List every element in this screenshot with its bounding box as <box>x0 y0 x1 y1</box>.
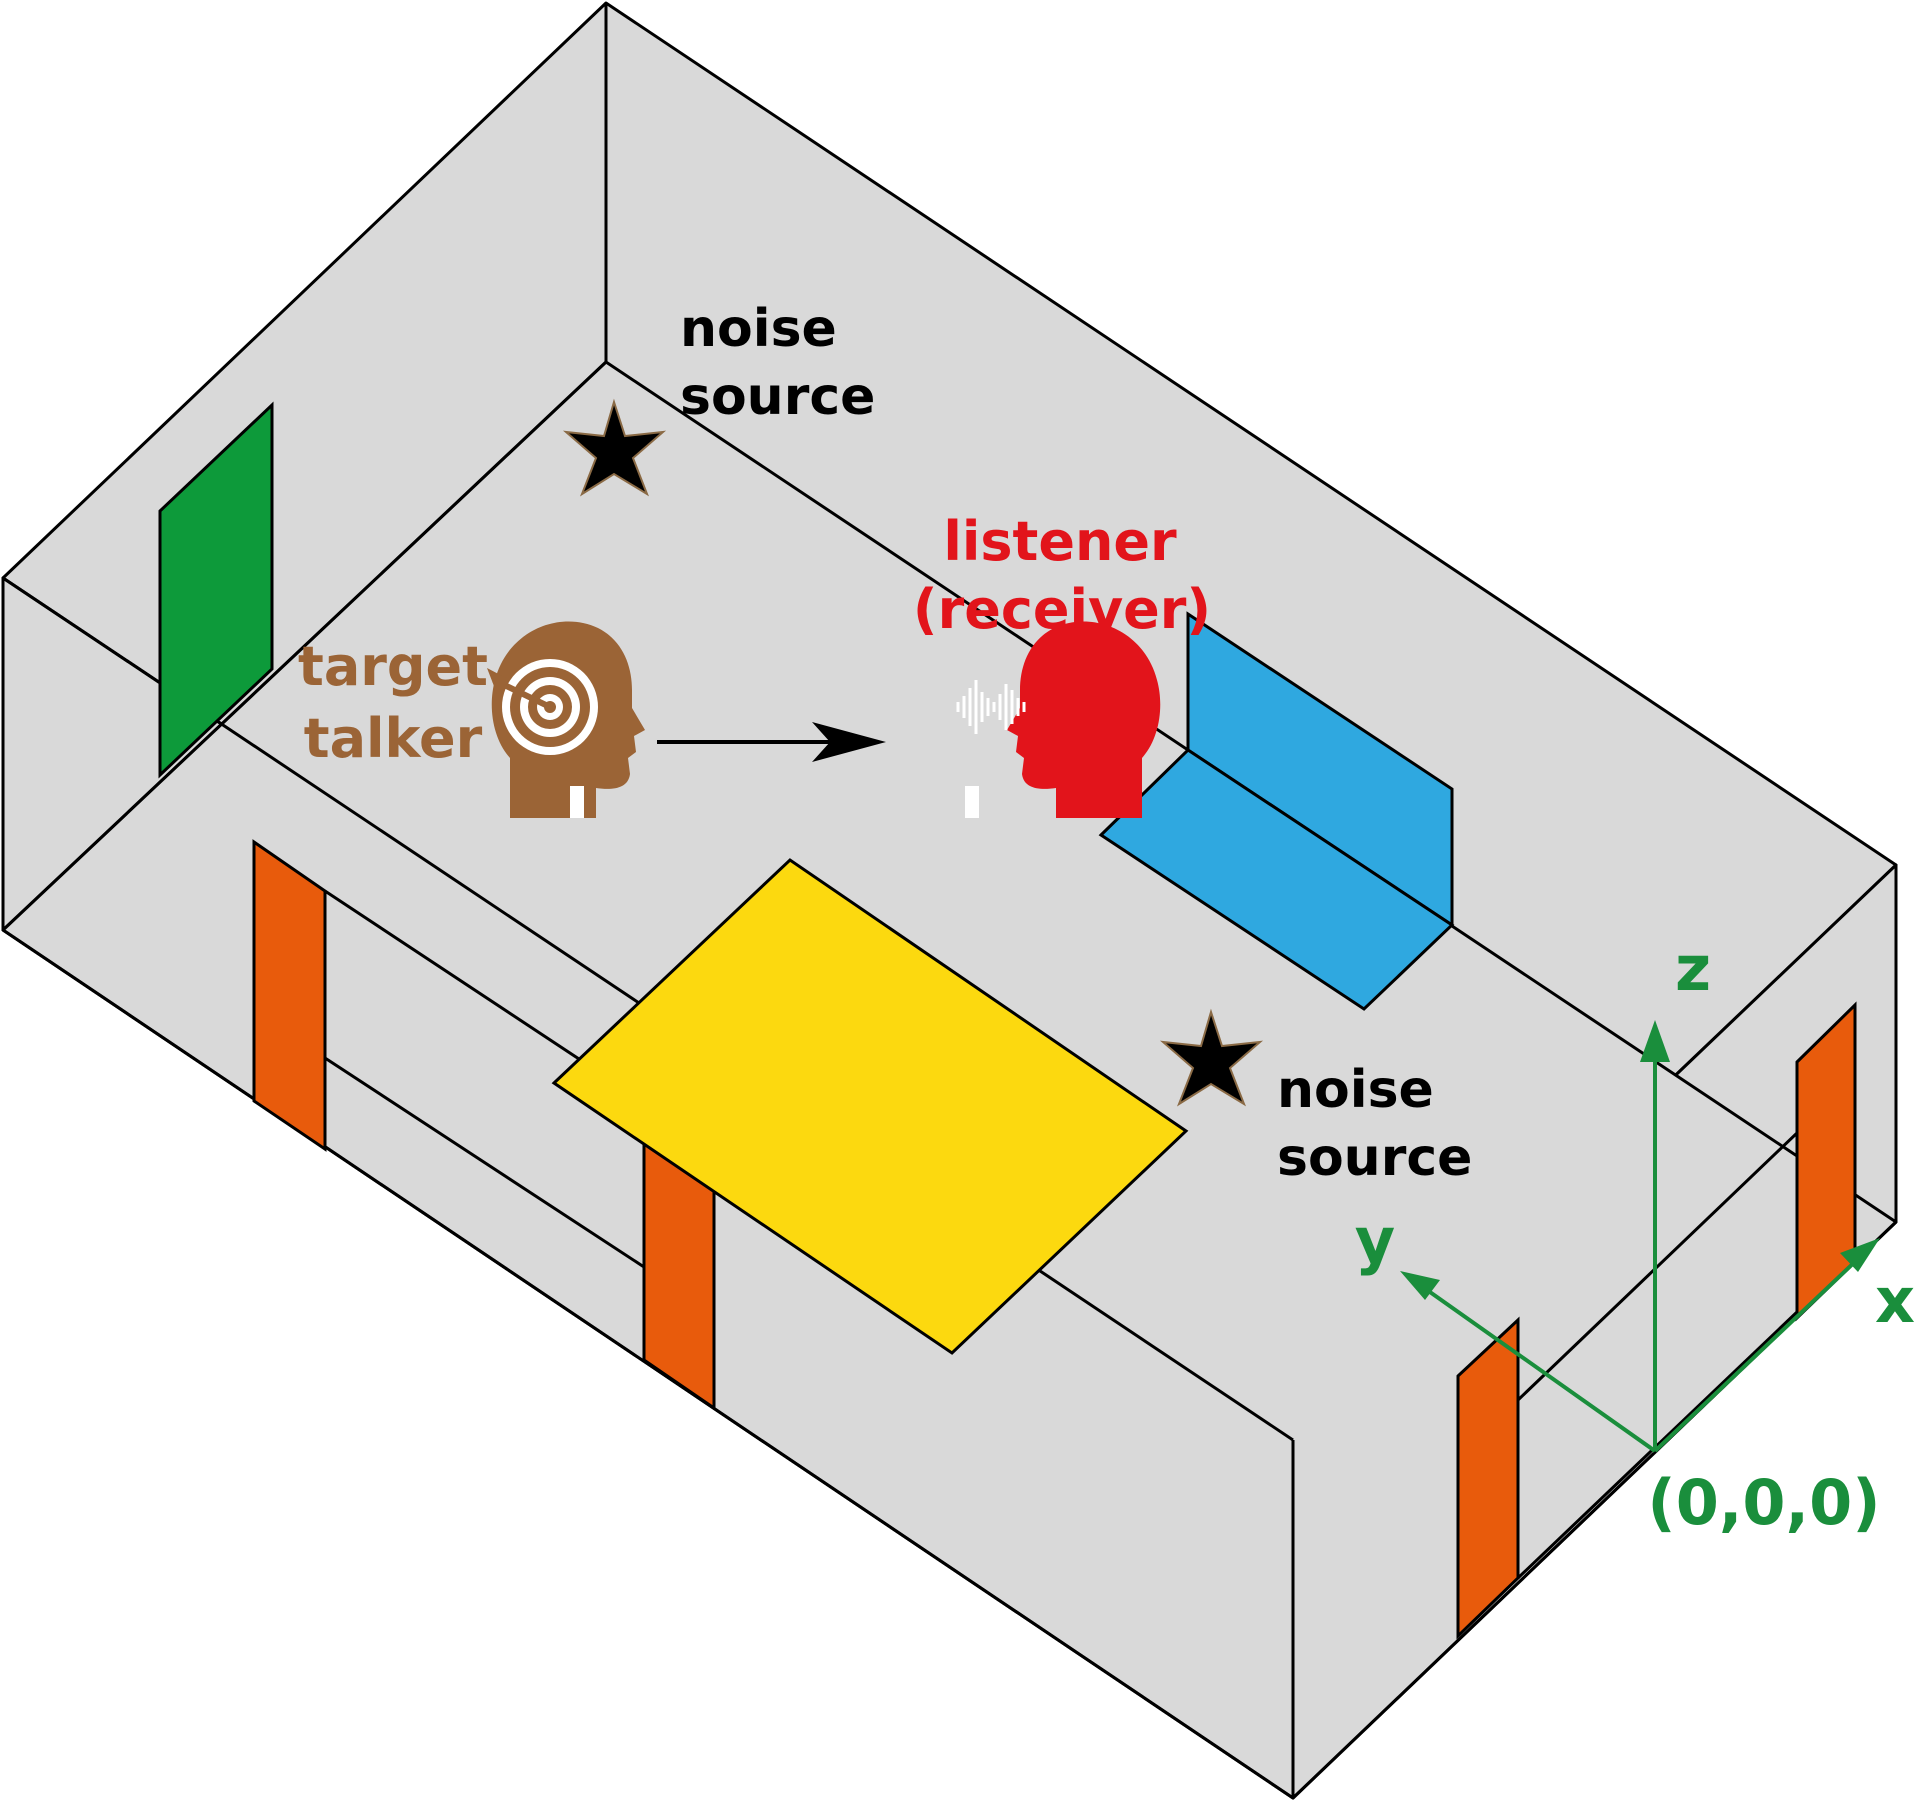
noise-star-bottom <box>1159 1008 1264 1107</box>
noise-star-icon <box>562 398 667 497</box>
window-head-2 <box>1516 1131 1799 1402</box>
axis-z-label: z <box>1675 932 1711 1005</box>
noise-star-top <box>562 398 667 497</box>
target-label-line1: target <box>298 635 488 698</box>
noise-source-bottom-line2: source <box>1277 1128 1472 1188</box>
target-label-line2: talker <box>304 707 483 770</box>
axes <box>1400 1020 1880 1453</box>
left-floor-edge <box>1 360 608 932</box>
noise-star-icon <box>1159 1008 1264 1107</box>
yellow-table <box>551 858 1189 1355</box>
blue-screen <box>1098 611 1455 1011</box>
axis-y-arrowhead <box>1400 1271 1440 1300</box>
window-1 <box>252 839 327 1152</box>
noise-source-top-line2: source <box>680 367 875 427</box>
side-windows <box>1456 1001 1857 1640</box>
screen-horizontal <box>1098 748 1455 1011</box>
axis-y-line <box>1418 1283 1657 1453</box>
listener-label-line2: (receiver) <box>913 578 1211 641</box>
green-door <box>158 401 274 779</box>
axis-z-arrowhead <box>1640 1020 1670 1062</box>
axis-x-arrowhead <box>1840 1238 1880 1272</box>
origin-label: (0,0,0) <box>1647 1466 1880 1539</box>
window-3 <box>1456 1316 1520 1640</box>
axis-x-line <box>1653 1255 1862 1453</box>
noise-source-bottom-line1: noise <box>1277 1060 1434 1120</box>
noise-source-top-line1: noise <box>680 299 837 359</box>
axis-x-label: x <box>1875 1264 1915 1337</box>
listener-head-icon <box>956 621 1161 818</box>
target-head-icon <box>487 621 645 818</box>
window-sill-1 <box>324 1056 645 1269</box>
talk-arrow <box>657 722 886 762</box>
window-sill-2 <box>1516 1310 1799 1580</box>
axis-y-label: y <box>1355 1204 1395 1277</box>
listener-label-line1: listener <box>943 510 1177 573</box>
